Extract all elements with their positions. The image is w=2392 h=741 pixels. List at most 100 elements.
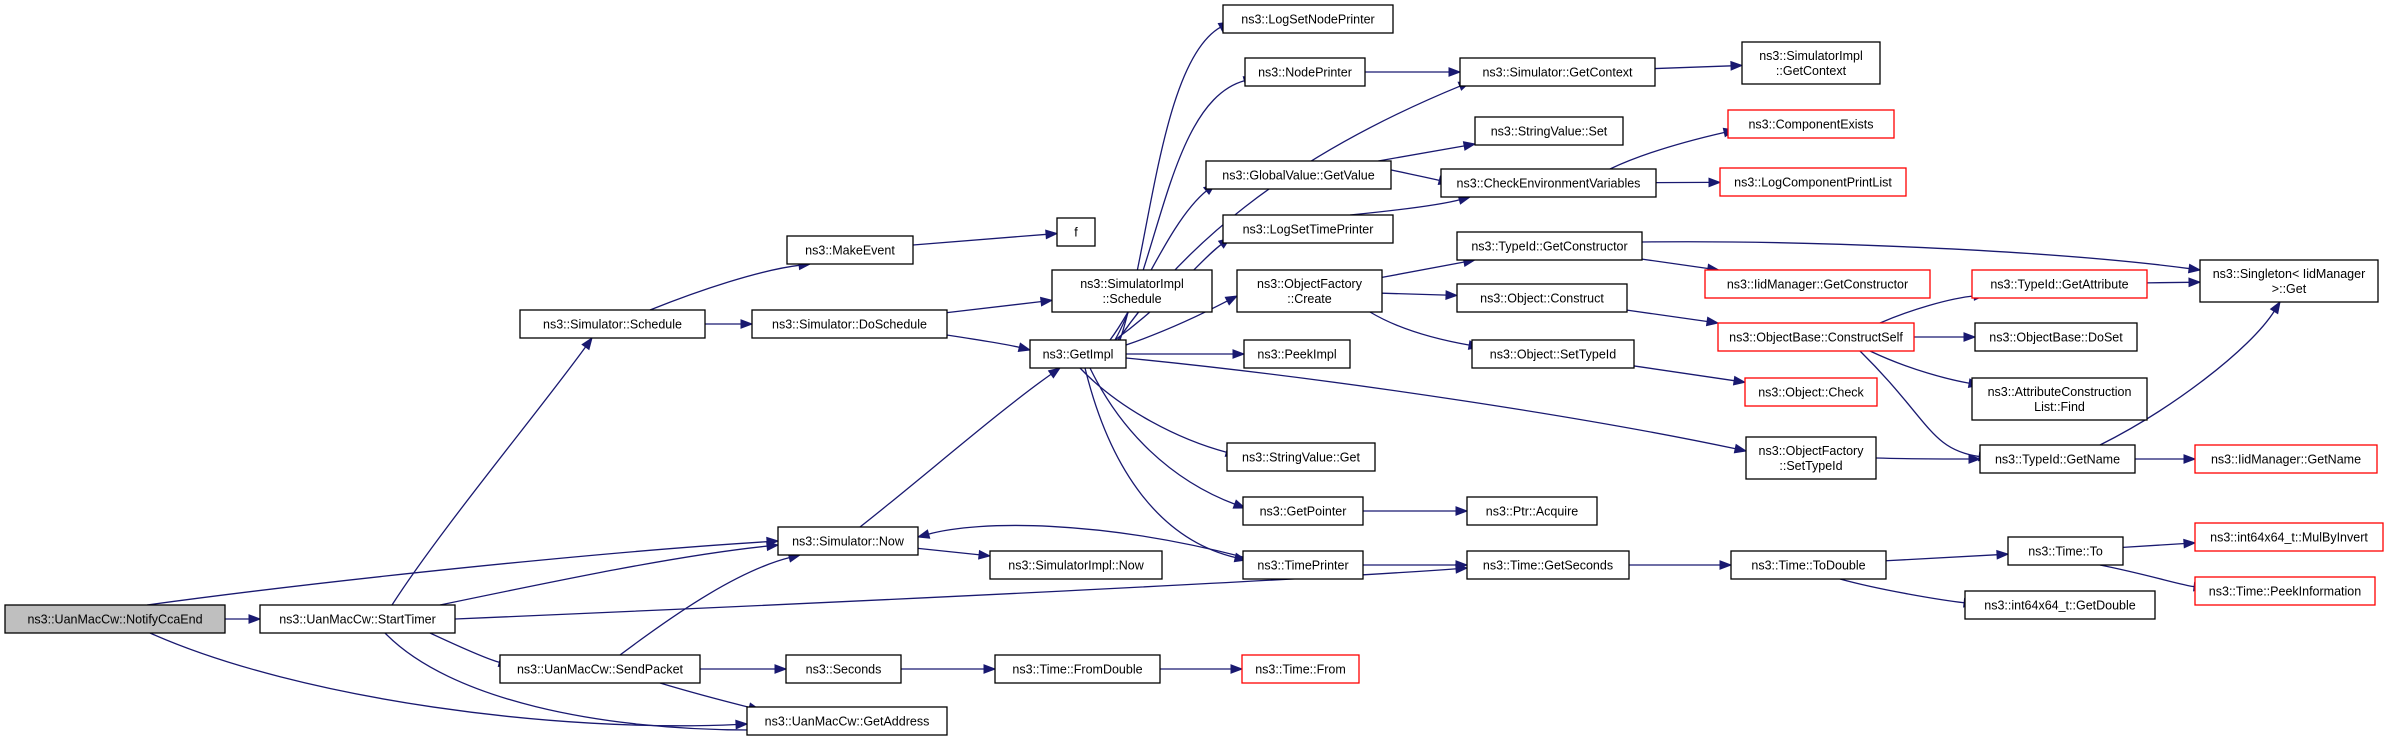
node-label: ns3::SimulatorImpl xyxy=(1759,49,1863,63)
arrowhead-icon xyxy=(248,614,262,624)
function-node-n21[interactable]: ns3::Singleton< IidManager >::Get xyxy=(2199,259,2379,303)
node-label: ns3::UanMacCw::NotifyCcaEnd xyxy=(27,613,202,627)
function-node-n3[interactable]: ns3::MakeEvent xyxy=(786,235,914,265)
arrowhead-icon xyxy=(2183,538,2197,549)
edge-n24-n21 xyxy=(2146,277,2202,288)
node-label: f xyxy=(1074,226,1078,240)
function-node-n33[interactable]: ns3::ObjectFactory::SetTypeId xyxy=(1745,436,1877,480)
arrowhead-icon xyxy=(740,319,754,329)
function-node-n34[interactable]: ns3::GetPointer xyxy=(1242,496,1364,526)
function-node-n22[interactable]: ns3::Object::Construct xyxy=(1456,283,1628,313)
function-node-n38[interactable]: ns3::Time::ToDouble xyxy=(1730,550,1887,580)
node-box xyxy=(1964,590,2156,620)
node-label: ns3::Simulator::DoSchedule xyxy=(772,318,927,332)
edge-line xyxy=(1084,367,1237,559)
function-node-n27[interactable]: ns3::TypeId::GetName xyxy=(1979,444,2136,474)
function-node-n37[interactable]: ns3::Time::GetSeconds xyxy=(1466,550,1630,580)
function-node-n30[interactable]: ns3::Object::Check xyxy=(1744,377,1878,407)
function-node-n15[interactable]: ns3::ComponentExists xyxy=(1727,109,1895,139)
function-node-n45[interactable]: ns3::UanMacCw::SendPacket xyxy=(499,654,701,684)
function-node-n39[interactable]: ns3::Time::To xyxy=(2007,536,2124,566)
node-label: ns3::IidManager::GetName xyxy=(2211,453,2361,467)
function-node-n19[interactable]: ns3::TypeId::GetConstructor xyxy=(1456,231,1643,261)
arrowhead-icon xyxy=(1045,229,1059,240)
function-node-n10[interactable]: ns3::Simulator::GetContext xyxy=(1459,57,1656,87)
function-node-n44[interactable]: ns3::SimulatorImpl::Now xyxy=(989,550,1163,580)
function-node-n13[interactable]: ns3::StringValue::Set xyxy=(1474,116,1624,146)
node-box xyxy=(1474,116,1624,146)
function-node-n18[interactable]: ns3::ObjectFactory::Create xyxy=(1236,269,1383,313)
function-node-n7[interactable]: ns3::GetImpl xyxy=(1029,339,1127,369)
arrowhead-icon xyxy=(1448,67,1462,77)
edge-n45-n49 xyxy=(659,682,762,712)
node-label: ns3::IidManager::GetConstructor xyxy=(1727,278,1908,292)
function-node-n42[interactable]: ns3::int64x64_t::GetDouble xyxy=(1964,590,2156,620)
node-label: >::Get xyxy=(2272,282,2307,296)
function-node-n31[interactable]: ns3::PeekImpl xyxy=(1243,339,1351,369)
edge-line xyxy=(659,682,751,709)
function-node-n16[interactable]: ns3::LogComponentPrintList xyxy=(1719,167,1907,197)
edge-n23-n25 xyxy=(1914,332,1977,342)
function-node-n32[interactable]: ns3::StringValue::Get xyxy=(1226,442,1376,472)
function-node-n12[interactable]: ns3::GlobalValue::GetValue xyxy=(1205,160,1392,190)
function-node-n11[interactable]: ns3::SimulatorImpl::GetContext xyxy=(1741,41,1881,85)
edge-line xyxy=(939,333,1021,349)
node-box xyxy=(1971,377,2148,421)
function-node-n14[interactable]: ns3::CheckEnvironmentVariables xyxy=(1440,168,1657,198)
edge-n36-n43 xyxy=(916,524,1244,558)
node-label: ns3::ObjectFactory xyxy=(1759,444,1865,458)
arrowhead-icon xyxy=(1455,506,1469,516)
node-label: ns3::Object::Check xyxy=(1758,386,1864,400)
function-node-n28[interactable]: ns3::IidManager::GetName xyxy=(2194,444,2378,474)
edge-line xyxy=(859,373,1053,528)
function-node-n23[interactable]: ns3::ObjectBase::ConstructSelf xyxy=(1717,322,1915,352)
node-box xyxy=(2194,576,2376,606)
function-node-n43[interactable]: ns3::Simulator::Now xyxy=(777,526,919,556)
function-node-n40[interactable]: ns3::int64x64_t::MulByInvert xyxy=(2194,522,2384,552)
edge-n17-n14 xyxy=(1349,195,1472,216)
edge-line xyxy=(439,545,769,606)
function-node-n36[interactable]: ns3::TimePrinter xyxy=(1242,550,1364,580)
function-node-n0[interactable]: ns3::UanMacCw::NotifyCcaEnd xyxy=(4,604,226,634)
node-box xyxy=(1205,160,1392,190)
node-label: ns3::Ptr::Acquire xyxy=(1486,505,1578,519)
arrowhead-icon xyxy=(2183,454,2197,464)
function-node-n46[interactable]: ns3::Seconds xyxy=(785,654,902,684)
edge-n7-n32 xyxy=(1079,367,1239,457)
edge-n38-n42 xyxy=(1839,578,1977,608)
edge-n43-n44 xyxy=(917,547,992,560)
node-box xyxy=(1741,41,1881,85)
edge-n7-n34 xyxy=(1089,367,1247,509)
node-box xyxy=(746,706,948,736)
function-node-n6[interactable]: ns3::SimulatorImpl::Schedule xyxy=(1051,269,1213,313)
edge-n33-n27 xyxy=(1875,454,1982,464)
node-label: ns3::LogSetNodePrinter xyxy=(1241,13,1374,27)
function-node-n35[interactable]: ns3::Ptr::Acquire xyxy=(1466,496,1598,526)
function-node-n8[interactable]: ns3::LogSetNodePrinter xyxy=(1222,4,1394,34)
function-node-n49[interactable]: ns3::UanMacCw::GetAddress xyxy=(746,706,948,736)
function-node-n2[interactable]: ns3::Simulator::Schedule xyxy=(519,309,706,339)
function-node-n48[interactable]: ns3::Time::From xyxy=(1241,654,1360,684)
edge-line xyxy=(1633,365,1736,382)
function-node-n20[interactable]: ns3::IidManager::GetConstructor xyxy=(1704,269,1931,299)
node-box xyxy=(1456,283,1628,313)
node-label: ns3::LogSetTimePrinter xyxy=(1243,223,1374,237)
function-node-n9[interactable]: ns3::NodePrinter xyxy=(1244,57,1366,87)
function-node-n29[interactable]: ns3::Object::SetTypeId xyxy=(1471,339,1635,369)
function-node-n47[interactable]: ns3::Time::FromDouble xyxy=(994,654,1161,684)
function-node-n17[interactable]: ns3::LogSetTimePrinter xyxy=(1222,214,1394,244)
function-node-n5[interactable]: ns3::Simulator::DoSchedule xyxy=(751,309,948,339)
node-label: ns3::LogComponentPrintList xyxy=(1734,176,1892,190)
arrowhead-icon xyxy=(774,664,788,674)
function-node-n24[interactable]: ns3::TypeId::GetAttribute xyxy=(1971,269,2148,299)
function-node-n25[interactable]: ns3::ObjectBase::DoSet xyxy=(1974,322,2138,352)
function-node-n1[interactable]: ns3::UanMacCw::StartTimer xyxy=(259,604,456,634)
node-box xyxy=(1226,442,1376,472)
node-box xyxy=(1704,269,1931,299)
edge-line xyxy=(1378,145,1466,162)
function-node-n4[interactable]: f xyxy=(1056,217,1096,247)
edge-line xyxy=(1125,300,1229,346)
node-box xyxy=(1242,496,1364,526)
function-node-n41[interactable]: ns3::Time::PeekInformation xyxy=(2194,576,2376,606)
